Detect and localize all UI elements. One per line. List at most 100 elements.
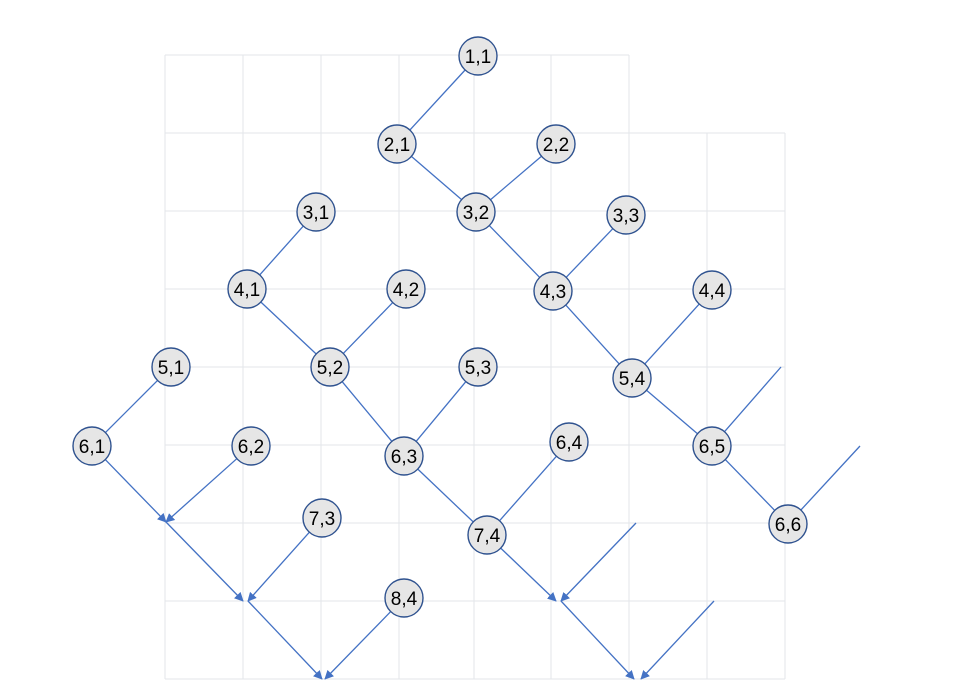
- edge: [724, 366, 782, 433]
- node-6-6: 6,6: [768, 504, 808, 544]
- node-label-5-4: 5,4: [619, 369, 646, 390]
- node-6-5: 6,5: [692, 426, 732, 466]
- node-circle: [692, 426, 732, 466]
- edge: [644, 303, 700, 365]
- node-label-5-2: 5,2: [317, 358, 343, 379]
- node-label-7-4: 7,4: [474, 526, 501, 547]
- node-label-6-6: 6,6: [775, 515, 801, 536]
- node-8-4: 8,4: [384, 578, 424, 618]
- edge: [409, 69, 466, 131]
- node-label-6-1: 6,1: [79, 437, 105, 458]
- node-circle: [536, 124, 576, 164]
- edge-arrow: [324, 611, 392, 680]
- node-circle: [606, 195, 646, 235]
- node-label-2-1: 2,1: [384, 135, 410, 156]
- node-label-4-1: 4,1: [234, 280, 260, 301]
- edge-arrow: [104, 459, 167, 523]
- node-4-2: 4,2: [386, 269, 426, 309]
- node-label-2-2: 2,2: [543, 135, 569, 156]
- node-6-3: 6,3: [384, 436, 424, 476]
- node-circle: [302, 498, 342, 538]
- node-4-4: 4,4: [692, 270, 732, 310]
- edge: [341, 381, 393, 442]
- edge: [499, 455, 557, 522]
- node-2-1: 2,1: [377, 124, 417, 164]
- node-circle: [384, 436, 424, 476]
- edge-arrow: [500, 547, 557, 602]
- edge: [646, 389, 698, 435]
- edge: [488, 225, 541, 278]
- node-2-2: 2,2: [536, 124, 576, 164]
- node-circle: [151, 347, 191, 387]
- edge: [490, 155, 542, 201]
- node-6-4: 6,4: [549, 422, 589, 462]
- node-circle: [377, 124, 417, 164]
- edge-arrow: [560, 522, 637, 602]
- node-label-6-2: 6,2: [238, 437, 264, 458]
- node-circle: [296, 192, 336, 232]
- node-circle: [72, 426, 112, 466]
- node-circle: [533, 271, 573, 311]
- node-label-4-4: 4,4: [699, 281, 726, 302]
- node-5-2: 5,2: [310, 347, 350, 387]
- node-label-1-1: 1,1: [465, 47, 491, 68]
- edge-arrow: [165, 458, 238, 523]
- node-circle: [467, 515, 507, 555]
- edge: [565, 228, 614, 278]
- node-label-5-3: 5,3: [465, 358, 491, 379]
- edge-arrow: [247, 600, 323, 680]
- node-label-6-3: 6,3: [391, 447, 417, 468]
- node-circle: [227, 269, 267, 309]
- node-circle: [310, 347, 350, 387]
- edge: [259, 225, 304, 276]
- diagram-edges: [104, 69, 861, 680]
- edge: [415, 381, 467, 442]
- node-circle: [768, 504, 808, 544]
- node-label-6-4: 6,4: [556, 433, 583, 454]
- node-4-3: 4,3: [533, 271, 573, 311]
- node-label-3-2: 3,2: [463, 203, 489, 224]
- node-label-6-5: 6,5: [699, 437, 725, 458]
- node-circle: [458, 36, 498, 76]
- node-6-1: 6,1: [72, 426, 112, 466]
- edge: [342, 302, 394, 354]
- node-circle: [458, 347, 498, 387]
- node-circle: [692, 270, 732, 310]
- node-label-5-1: 5,1: [158, 358, 184, 379]
- node-circle: [231, 426, 271, 466]
- node-5-1: 5,1: [151, 347, 191, 387]
- edge-arrow: [165, 521, 244, 602]
- node-3-2: 3,2: [456, 192, 496, 232]
- node-3-1: 3,1: [296, 192, 336, 232]
- edge: [410, 155, 463, 201]
- edge: [417, 468, 474, 523]
- edge-arrow: [247, 531, 310, 602]
- edge: [800, 445, 861, 511]
- node-label-4-2: 4,2: [393, 280, 419, 301]
- node-circle: [456, 192, 496, 232]
- edge: [104, 379, 159, 434]
- edge-arrow: [640, 600, 715, 680]
- edge: [565, 304, 620, 365]
- node-circle: [549, 422, 589, 462]
- edge: [724, 459, 776, 511]
- node-circle: [386, 269, 426, 309]
- node-label-4-3: 4,3: [540, 282, 566, 303]
- diagram-nodes: 1,1 2,1 2,2 3,1 3,2 3,3 4,1 4,2 4,3 4,4 …: [72, 36, 808, 618]
- node-1-1: 1,1: [458, 36, 498, 76]
- node-3-3: 3,3: [606, 195, 646, 235]
- node-5-4: 5,4: [612, 358, 652, 398]
- node-label-8-4: 8,4: [391, 589, 418, 610]
- node-5-3: 5,3: [458, 347, 498, 387]
- node-7-3: 7,3: [302, 498, 342, 538]
- node-label-3-3: 3,3: [613, 206, 639, 227]
- edge: [260, 301, 317, 355]
- edge-arrow: [560, 600, 635, 680]
- node-label-7-3: 7,3: [309, 509, 335, 530]
- node-4-1: 4,1: [227, 269, 267, 309]
- node-label-3-1: 3,1: [303, 203, 329, 224]
- node-6-2: 6,2: [231, 426, 271, 466]
- node-circle: [384, 578, 424, 618]
- node-circle: [612, 358, 652, 398]
